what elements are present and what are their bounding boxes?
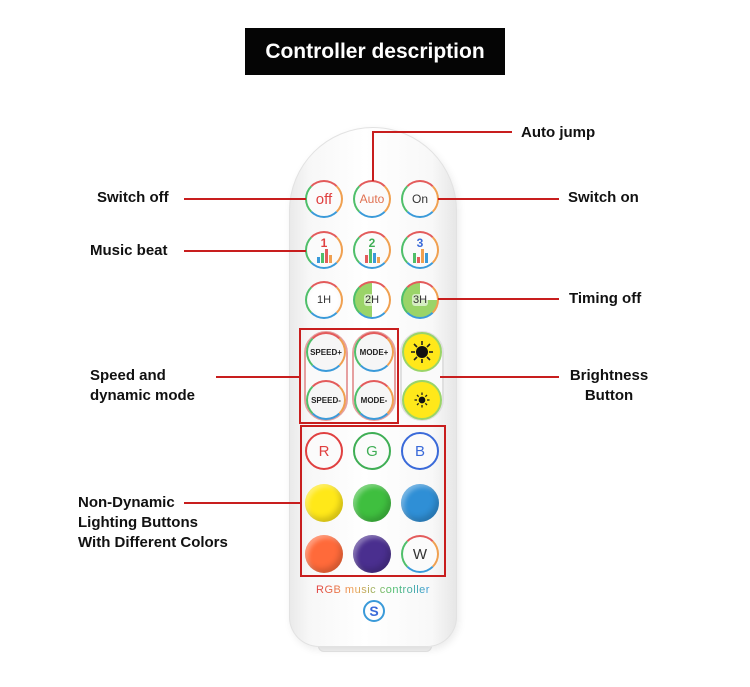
label-non-dynamic-3: With Different Colors — [78, 534, 228, 551]
connector-music-beat — [184, 250, 306, 252]
music-beat-2-button[interactable]: 2 — [353, 231, 391, 269]
music-2-label: 2 — [368, 235, 376, 250]
label-non-dynamic-2: Lighting Buttons — [78, 514, 198, 531]
connector-brightness — [440, 376, 559, 378]
label-brightness-1: Brightness — [569, 367, 649, 384]
off-button[interactable]: off — [305, 180, 343, 218]
brand-text: RGB music controller — [300, 584, 446, 596]
brightness-down-button[interactable] — [402, 380, 442, 420]
mode-down-button[interactable]: MODE- — [354, 380, 394, 420]
connector-timing-off — [438, 298, 559, 300]
on-button[interactable]: On — [401, 180, 439, 218]
timer-3h-button[interactable]: 3H — [401, 281, 439, 319]
connector-switch-off — [184, 198, 306, 200]
connector-speed-mode — [216, 376, 300, 378]
timer-1h-label: 1H — [316, 294, 332, 306]
auto-button-label: Auto — [359, 192, 385, 206]
off-button-label: off — [315, 190, 333, 208]
music-3-label: 3 — [416, 235, 424, 250]
connector-auto-vertical — [372, 131, 374, 181]
color-buttons-highlight-frame — [300, 425, 446, 577]
green-solid-button[interactable] — [353, 484, 391, 522]
sun-icon — [411, 341, 433, 363]
label-speed-mode-2: dynamic mode — [90, 387, 196, 404]
purple-button[interactable] — [353, 535, 391, 573]
equalizer-icon — [364, 248, 380, 263]
mode-up-button[interactable]: MODE+ — [354, 332, 394, 372]
speed-up-button[interactable]: SPEED+ — [306, 332, 346, 372]
brand-logo-icon: S — [363, 600, 385, 622]
label-speed-mode-1: Speed and — [90, 367, 166, 384]
label-switch-off: Switch off — [97, 189, 169, 206]
green-button[interactable]: G — [353, 432, 391, 470]
timer-2h-label: 2H — [363, 294, 381, 306]
label-timing-off: Timing off — [569, 290, 642, 307]
orange-button[interactable] — [305, 535, 343, 573]
label-music-beat: Music beat — [90, 242, 168, 259]
music-1-label: 1 — [320, 235, 328, 250]
equalizer-icon — [412, 248, 428, 263]
speed-mode-highlight-frame — [299, 328, 399, 424]
cyan-button[interactable] — [401, 484, 439, 522]
brand-label: RGB music controller — [316, 584, 430, 596]
red-button[interactable]: R — [305, 432, 343, 470]
sun-dim-icon — [414, 392, 430, 408]
white-button[interactable]: W — [401, 535, 439, 573]
page-title: Controller description — [245, 28, 505, 75]
connector-auto-horizontal — [372, 131, 512, 133]
timer-1h-button[interactable]: 1H — [305, 281, 343, 319]
label-non-dynamic-1: Non-Dynamic — [78, 494, 175, 511]
connector-non-dynamic — [184, 502, 301, 504]
timer-2h-button[interactable]: 2H — [353, 281, 391, 319]
music-beat-3-button[interactable]: 3 — [401, 231, 439, 269]
auto-button[interactable]: Auto — [353, 180, 391, 218]
yellow-button[interactable] — [305, 484, 343, 522]
timer-3h-label: 3H — [411, 294, 429, 306]
label-auto-jump: Auto jump — [521, 124, 596, 141]
speed-down-button[interactable]: SPEED- — [306, 380, 346, 420]
label-switch-on: Switch on — [568, 189, 639, 206]
equalizer-icon — [316, 248, 332, 263]
music-beat-1-button[interactable]: 1 — [305, 231, 343, 269]
on-button-label: On — [411, 192, 428, 206]
connector-switch-on — [438, 198, 559, 200]
blue-button[interactable]: B — [401, 432, 439, 470]
brightness-up-button[interactable] — [402, 332, 442, 372]
label-brightness-2: Button — [584, 387, 634, 404]
